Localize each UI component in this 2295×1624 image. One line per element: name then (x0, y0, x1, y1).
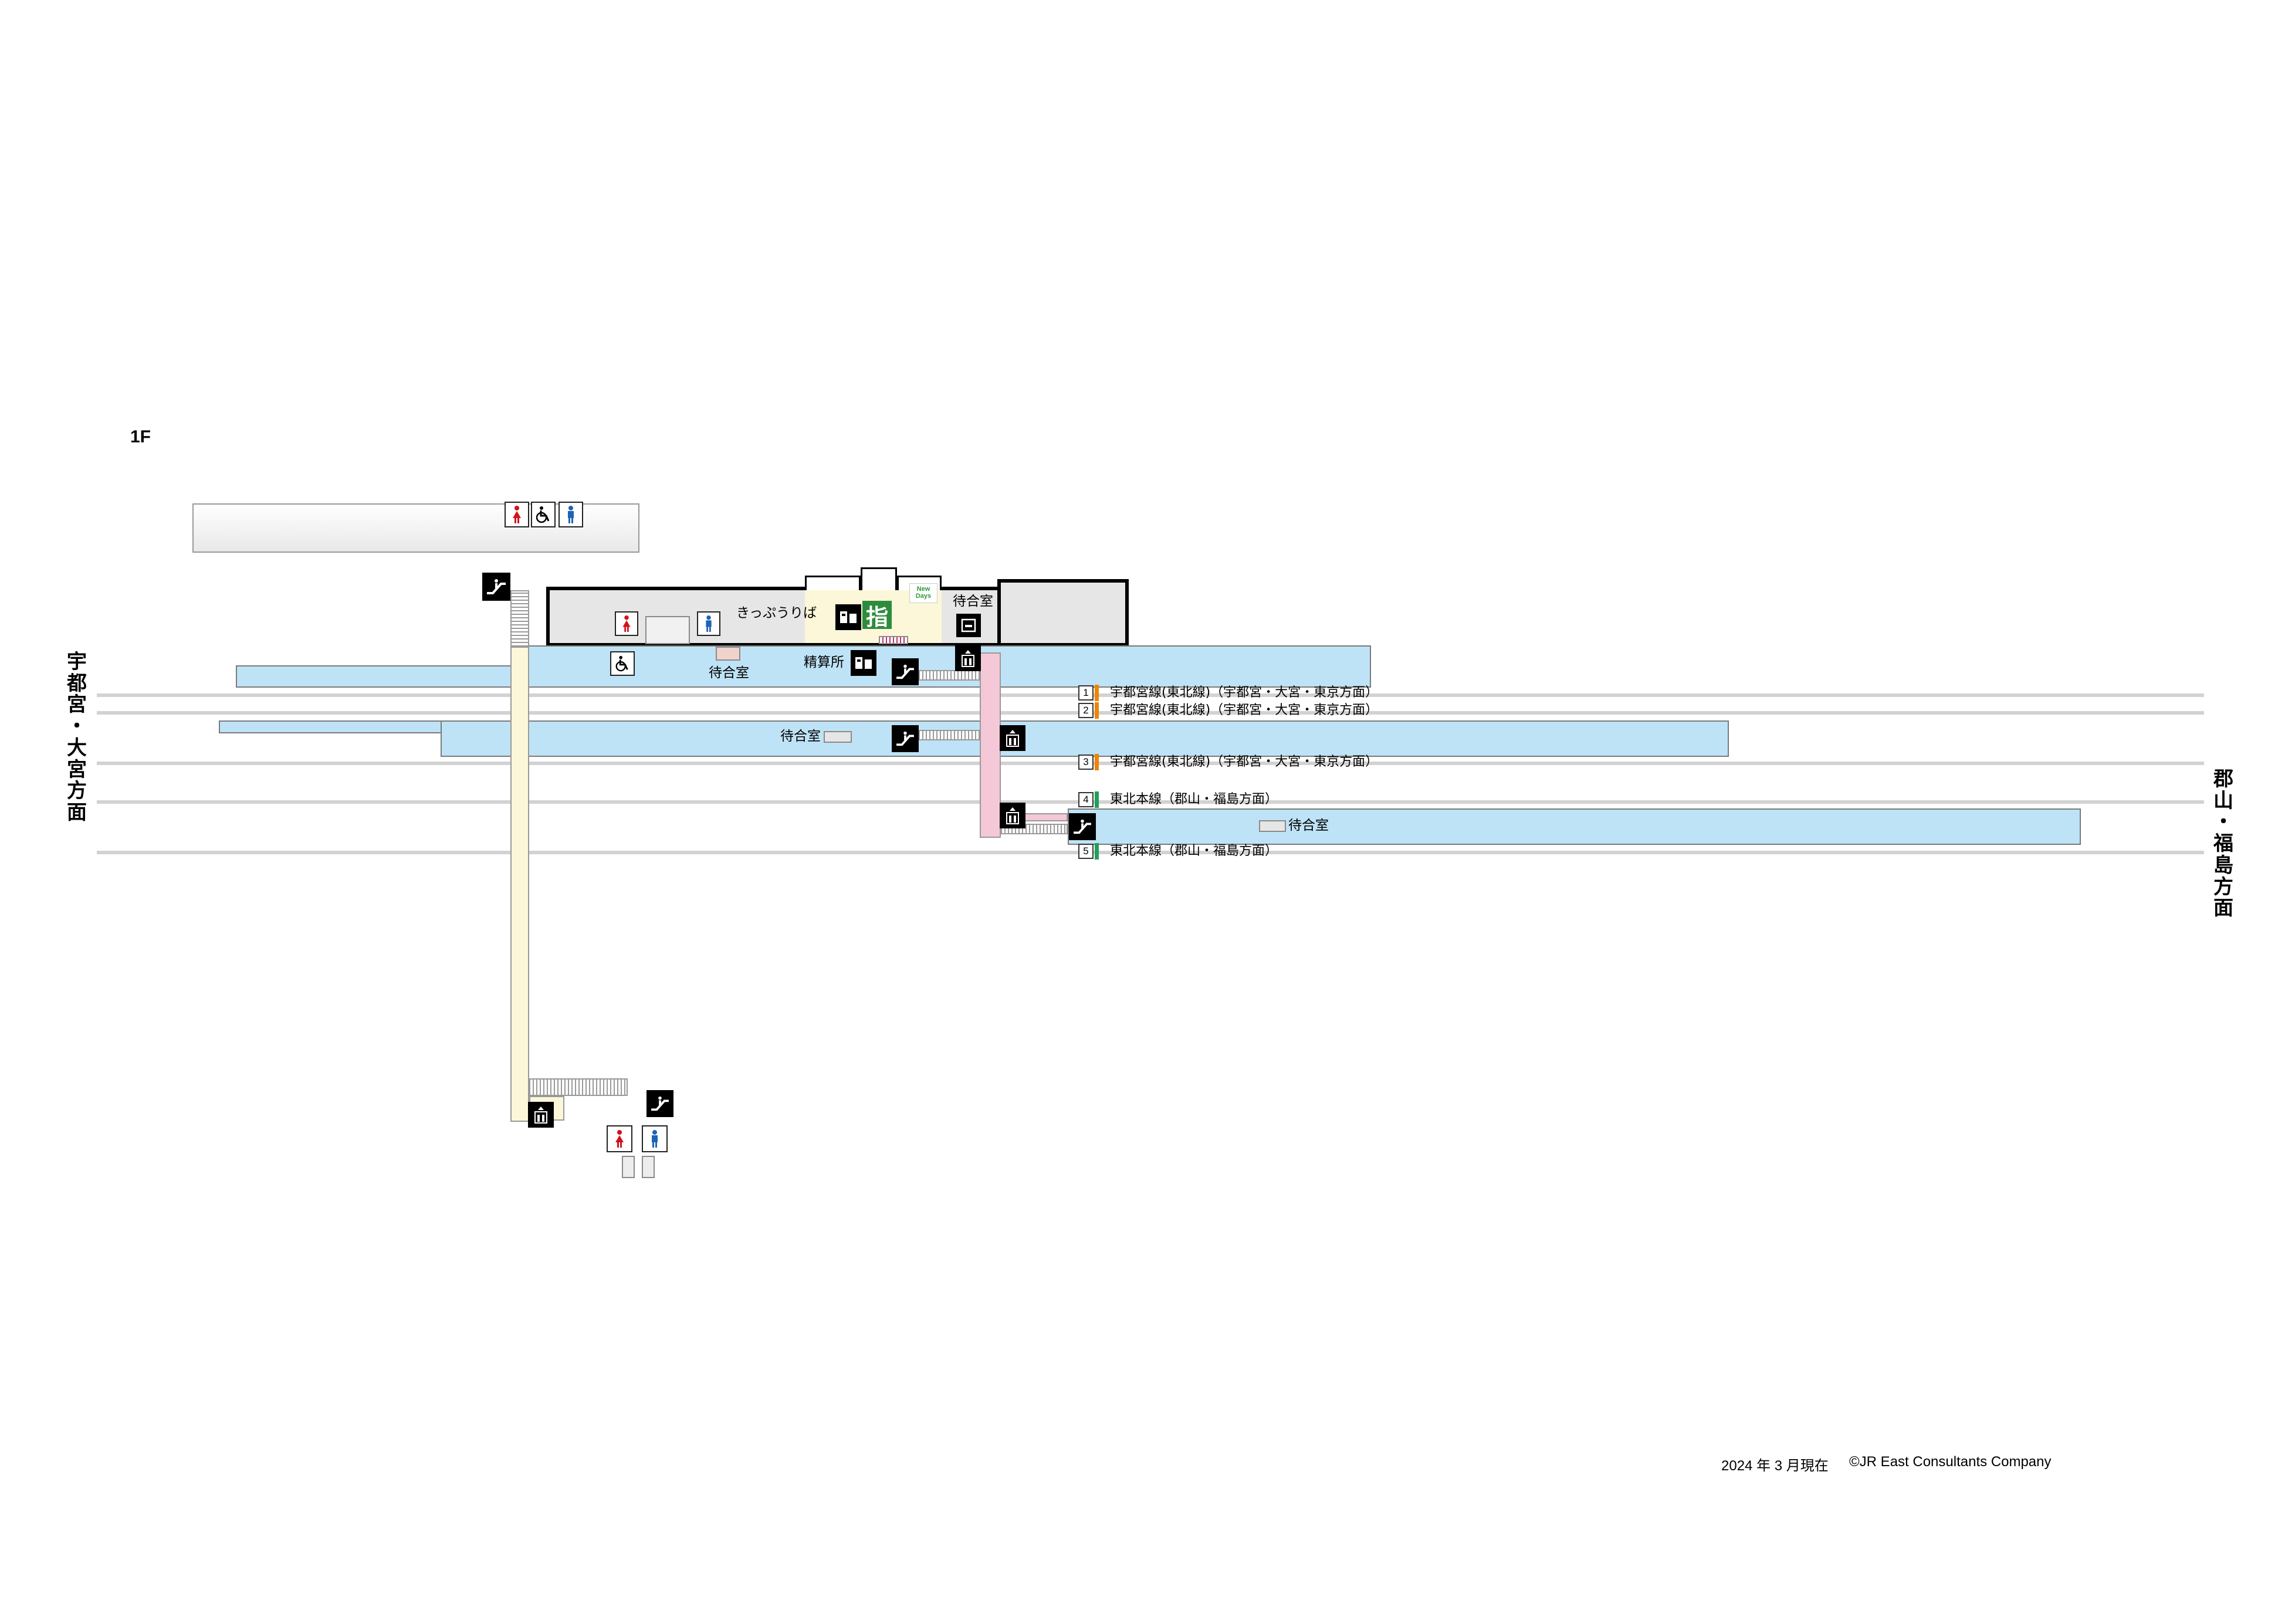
ticket-machine-icon (851, 650, 876, 676)
reserved-seat-ticket-text: 指 (865, 604, 888, 630)
track-line-name: 東北本線（郡山・福島方面） (1110, 792, 1278, 807)
track-line-5 (97, 851, 2204, 854)
north-passage (510, 647, 529, 1122)
station-building-top-bump-2 (861, 567, 897, 591)
escalator-icon (892, 725, 919, 752)
north-passage-stairs-bottom (529, 1078, 628, 1096)
platform-1 (528, 645, 1371, 688)
station-building-top-bump (805, 576, 861, 591)
fare-adjustment-label: 精算所 (804, 655, 844, 670)
platform-1-west (236, 665, 529, 688)
elevator-icon (955, 645, 981, 671)
track-number-1: 1 (1078, 685, 1094, 701)
waiting-room-label-platform-4: 待合室 (1288, 818, 1329, 833)
north-passage-stairs (510, 590, 529, 647)
platform-2-3 (441, 720, 1729, 757)
female-toilet-icon (505, 502, 529, 527)
track-line-name: 宇都宮線(東北線)（宇都宮・大宮・東京方面） (1110, 685, 1379, 700)
direction-right: 郡山・福島方面 (2212, 769, 2235, 919)
station-building-east-wing (997, 579, 1129, 647)
newdays-shop-label: New Days (915, 586, 932, 600)
waiting-room-box-platform-1 (716, 647, 740, 661)
passage-stairs-platform-1 (919, 670, 981, 681)
male-toilet-icon (558, 502, 583, 527)
track-line-2 (97, 711, 2204, 715)
waiting-room-box-platform-2 (824, 731, 852, 743)
direction-right-text: 郡山・福島方面 (2213, 767, 2233, 921)
male-toilet-icon (642, 1125, 668, 1152)
track-line-name: 東北本線（郡山・福島方面） (1110, 844, 1278, 858)
track-line-name: 宇都宮線(東北線)（宇都宮・大宮・東京方面） (1110, 755, 1379, 769)
track-line-1 (97, 693, 2204, 697)
waiting-room-label-platform-1: 待合室 (709, 665, 749, 681)
footer-date: 2024 年 3 月現在 (1721, 1458, 1829, 1474)
track-line-color-bar (1095, 843, 1099, 860)
toilet-room (645, 616, 690, 644)
track-line-name: 宇都宮線(東北線)（宇都宮・大宮・東京方面） (1110, 703, 1379, 718)
track-number-2: 2 (1078, 703, 1094, 718)
wheelchair-icon (610, 651, 635, 676)
escalator-icon (1069, 813, 1096, 840)
track-number-3: 3 (1078, 755, 1094, 770)
escalator-icon (482, 573, 510, 601)
elevator-icon (1000, 725, 1025, 751)
elevator-icon (528, 1102, 554, 1128)
ticket-office-label: きっぷうりば (736, 605, 817, 621)
ticket-gates (879, 636, 908, 644)
track-line-color-bar (1095, 685, 1099, 701)
waiting-room-box-platform-4 (1259, 820, 1286, 832)
toilet-door-male (642, 1156, 655, 1178)
footer-copyright: ©JR East Consultants Company (1849, 1454, 2052, 1470)
direction-left: 宇都宮・大宮方面 (65, 651, 89, 824)
passage-stairs-platform-2 (919, 730, 981, 740)
track-line-3 (97, 762, 2204, 765)
platform-2-3-west (219, 720, 442, 733)
female-toilet-icon (615, 611, 638, 636)
waiting-room-label-platform-2: 待合室 (780, 729, 821, 744)
south-passage (980, 652, 1001, 838)
escalator-icon (646, 1090, 673, 1117)
platform-4-5 (1068, 808, 2081, 845)
wheelchair-icon (531, 502, 556, 527)
floor-label: 1F (130, 427, 151, 446)
track-number-4: 4 (1078, 792, 1094, 807)
coin-locker-icon (956, 614, 981, 637)
ticket-machine-icon (835, 604, 861, 630)
waiting-room-label-building: 待合室 (953, 594, 993, 609)
newdays-shop: New Days (909, 583, 937, 603)
female-toilet-icon (607, 1125, 632, 1152)
escalator-icon (892, 658, 919, 685)
toilet-door-female (622, 1156, 635, 1178)
track-line-4 (97, 800, 2204, 804)
direction-left-text: 宇都宮・大宮方面 (67, 650, 87, 825)
track-line-color-bar (1095, 702, 1099, 719)
track-line-color-bar (1095, 791, 1099, 808)
male-toilet-icon (697, 611, 720, 636)
track-line-color-bar (1095, 754, 1099, 770)
reserved-seat-ticket-icon: 指 (862, 601, 892, 630)
elevator-icon (1000, 803, 1025, 828)
track-number-5: 5 (1078, 844, 1094, 859)
